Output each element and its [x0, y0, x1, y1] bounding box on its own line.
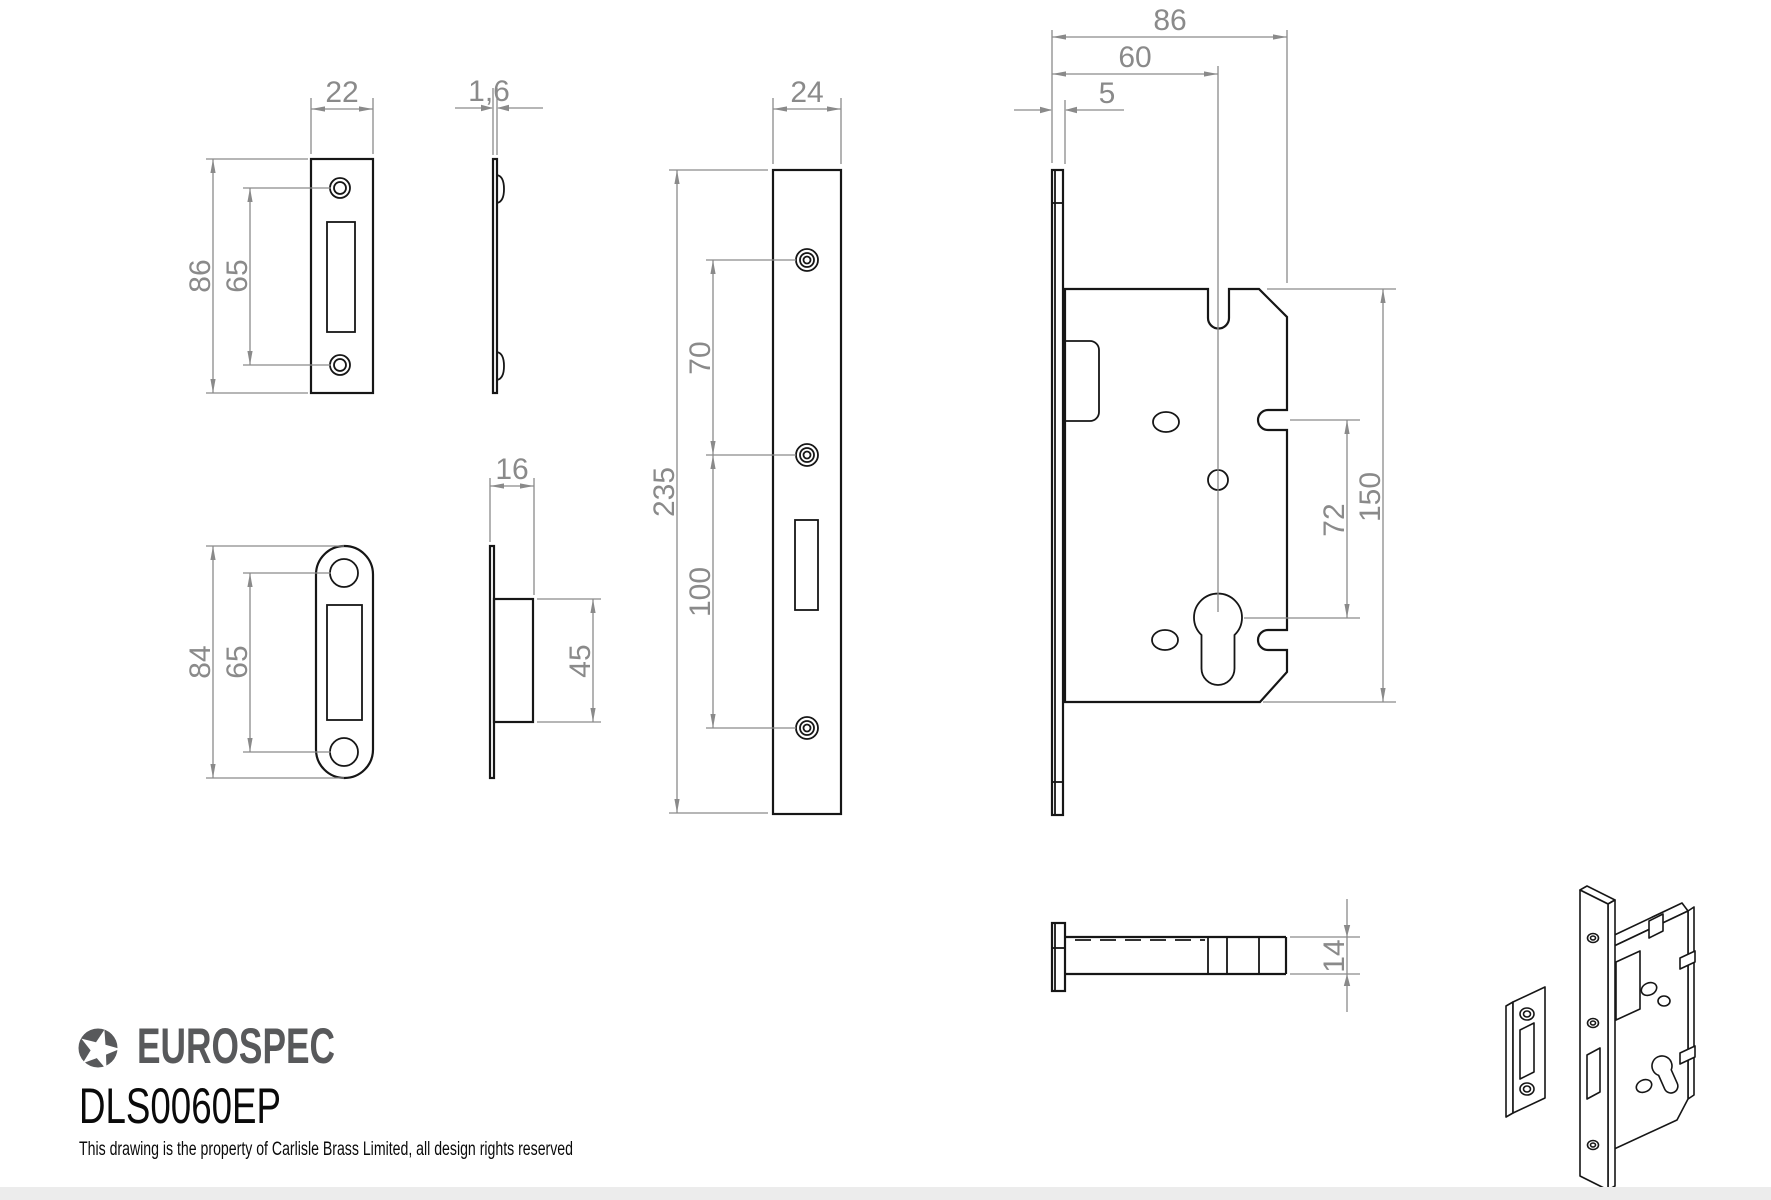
strike-side-face [1505, 1001, 1514, 1118]
dim-label-faceplate-offset: 5 [1099, 77, 1116, 110]
faceplate-edge [1050, 921, 1067, 993]
faceplate-front-face [1579, 889, 1609, 1191]
euro-cylinder-hole [1651, 1055, 1679, 1094]
screw-hole [795, 443, 819, 467]
brand-name: EUROSPEC [137, 1018, 335, 1074]
radius-strike-plate-front-view: 84 65 [184, 544, 375, 780]
bottom-edge-strip [0, 1187, 1771, 1200]
screw-hole [329, 558, 359, 588]
bent-lug [496, 350, 505, 382]
dim-label-dustbox-depth: 16 [495, 453, 528, 486]
copyright-note: This drawing is the property of Carlisle… [79, 1139, 573, 1160]
strike-plate-front-view: 22 86 65 [184, 76, 375, 395]
dim-label-72: 72 [1318, 503, 1351, 536]
deadbolt-pocket [1065, 340, 1100, 422]
lock-side-bolt-view: 14 [1050, 899, 1360, 1012]
dim-label-dustbox-height: 45 [564, 644, 597, 677]
fixing-slot [1152, 411, 1180, 433]
faceplate-side-face [1607, 899, 1616, 1191]
dim-label-bolt-height: 14 [1318, 939, 1351, 972]
product-code: DLS0060EP [79, 1078, 281, 1134]
dim-label-backset: 60 [1118, 41, 1151, 74]
bolt-cutout [794, 519, 819, 611]
screw-hole [795, 248, 819, 272]
bent-lug [496, 173, 505, 205]
dim-label-forend-100: 100 [684, 567, 717, 617]
strike-plate-side-view: 1,6 [455, 75, 543, 395]
faceplate-edge [1050, 168, 1065, 817]
dim-label-forend-70: 70 [684, 341, 717, 374]
screw-hole [795, 716, 819, 740]
lock-case-front-view: 86 60 5 72 150 [1014, 4, 1396, 817]
dim-label-case-depth: 86 [1153, 4, 1186, 37]
dust-box-side-view: 16 45 [488, 453, 601, 780]
screw-hole [329, 177, 351, 199]
dim-label-strike-thickness: 1,6 [468, 75, 510, 108]
case-outline [1063, 287, 1289, 704]
strike-cutout [326, 221, 356, 333]
isometric-view [1505, 885, 1696, 1191]
top-notch [1648, 913, 1664, 939]
screw-hole [329, 737, 359, 767]
eurospec-logo [78, 1028, 120, 1070]
case-side-face [1687, 906, 1695, 1100]
dim-label-case-height: 150 [1354, 472, 1387, 522]
fixing-slot [1151, 629, 1179, 651]
dust-box [492, 597, 535, 724]
strike-front-face [1512, 986, 1546, 1114]
dim-label-forend-width: 24 [790, 76, 823, 109]
forend-front-view: 24 235 70 100 [648, 76, 843, 816]
title-block: EUROSPEC DLS0060EP This drawing is the p… [78, 1018, 573, 1160]
side-notch [1679, 1045, 1696, 1065]
bolt-cutout [1586, 1047, 1601, 1100]
deadbolt-pocket [1615, 950, 1641, 1021]
star-icon [81, 1029, 120, 1070]
screw-hole [329, 354, 351, 376]
dim-label-forend-length: 235 [648, 467, 681, 517]
dim-label-radius-holes: 65 [221, 645, 254, 678]
dim-label-strike-width: 22 [325, 76, 358, 109]
dim-label-strike-height: 86 [184, 259, 217, 292]
dim-label-radius-height: 84 [184, 645, 217, 678]
strike-cutout [1519, 1022, 1535, 1080]
euro-cylinder-hole [1193, 592, 1243, 686]
case-front-face [1611, 910, 1689, 1151]
deadbolt [1065, 935, 1288, 976]
strike-cutout [326, 604, 363, 721]
dim-label-strike-holes: 65 [221, 259, 254, 292]
side-notch [1679, 950, 1696, 970]
